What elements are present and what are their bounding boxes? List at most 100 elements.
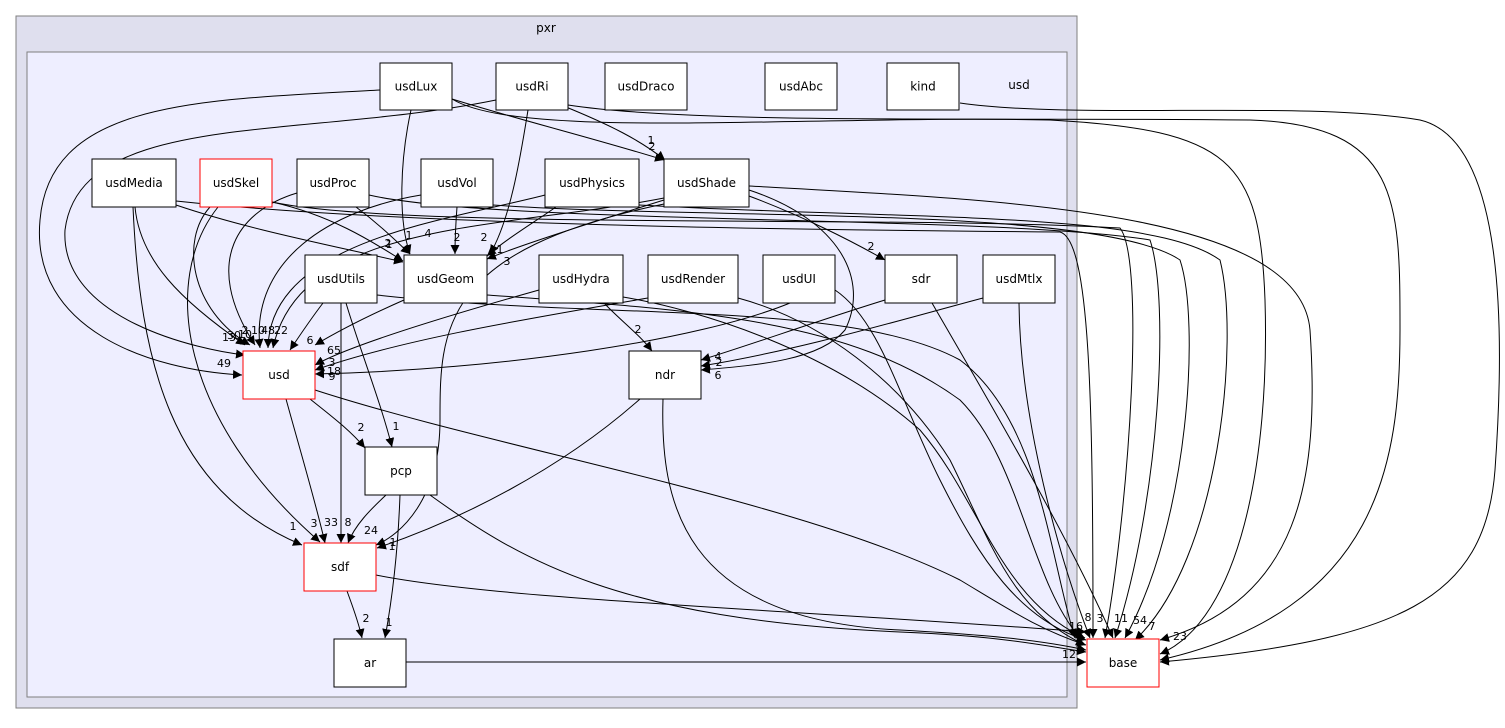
node-usdVol[interactable]: usdVol — [420, 158, 494, 208]
node-usdMedia[interactable]: usdMedia — [91, 158, 177, 208]
edge-usdUtils-to-base[interactable] — [376, 294, 1077, 639]
edge-label-usdGeom-to-usd[interactable]: 65 — [327, 344, 341, 357]
edge-usdPhysics-to-base[interactable] — [638, 204, 1228, 641]
edge-usdHydra-to-base[interactable] — [622, 296, 1086, 639]
edge-label-usdRender-to-usd[interactable]: 18 — [327, 365, 341, 378]
edge-usdSkel-to-usd[interactable] — [193, 206, 251, 346]
edge-label-usdRi-to-usd[interactable]: 49 — [217, 357, 231, 370]
edge-usdVol-to-usdGeom[interactable] — [450, 206, 460, 255]
node-usd[interactable]: usd — [242, 350, 316, 400]
node-usdAbc[interactable]: usdAbc — [764, 62, 838, 111]
node-label-usdRi[interactable]: usdRi — [515, 80, 548, 94]
edge-label-usdRi-to-usdShade[interactable]: 1 — [648, 134, 655, 147]
node-sdf[interactable]: sdf — [303, 542, 377, 592]
node-usdPhysics[interactable]: usdPhysics — [544, 158, 640, 208]
edge-label-usdMedia-to-usd[interactable]: 10 — [238, 328, 252, 341]
node-box-usdLux[interactable] — [379, 62, 453, 111]
node-base[interactable]: base — [1086, 638, 1160, 688]
edge-label-usd-to-sdf[interactable]: 8 — [345, 516, 352, 529]
node-usdGeom[interactable]: usdGeom — [403, 254, 488, 304]
edge-usdProc-to-base[interactable] — [368, 194, 1161, 639]
edge-label-usdVol-to-usd[interactable]: 10 — [251, 324, 265, 337]
edge-label-usdSkel-to-usd[interactable]: 30 — [227, 329, 241, 342]
node-label-usdUtils[interactable]: usdUtils — [317, 272, 365, 286]
edge-usdGeom-to-base[interactable] — [486, 294, 1081, 639]
edge-usdSkel-to-sdf[interactable] — [187, 206, 321, 543]
node-box-usdRender[interactable] — [647, 254, 739, 304]
edge-label-pcp-to-base[interactable]: 7 — [1149, 620, 1156, 633]
edge-usdMedia-to-base[interactable] — [175, 200, 1098, 639]
edge-label-usdUtils-to-pcp[interactable]: 1 — [393, 420, 400, 433]
node-ar[interactable]: ar — [333, 638, 407, 688]
node-label-usdAbc[interactable]: usdAbc — [779, 80, 823, 94]
edge-sdf-to-ar[interactable] — [346, 590, 365, 639]
node-usdSkel[interactable]: usdSkel — [199, 158, 273, 208]
node-label-sdr[interactable]: sdr — [912, 272, 931, 286]
node-label-ar[interactable]: ar — [364, 656, 376, 670]
node-label-base[interactable]: base — [1109, 656, 1138, 670]
edge-usdVol-to-base[interactable] — [492, 204, 1190, 639]
node-box-base[interactable] — [1086, 638, 1160, 688]
edge-usdHydra-to-ndr[interactable] — [603, 302, 653, 352]
edge-usdSkel-to-base[interactable] — [271, 201, 1134, 639]
edge-label-usdMedia-to-usdGeom[interactable]: 1 — [386, 238, 393, 251]
edge-usdMedia-to-usd[interactable] — [134, 206, 246, 346]
edge-label-usdProc-to-usdGeom[interactable]: 1 — [406, 229, 413, 242]
edge-label-usdUtils-to-sdf[interactable]: 33 — [324, 516, 338, 529]
edge-usdLux-to-usdShade[interactable] — [451, 98, 665, 162]
node-box-usdUtils[interactable] — [304, 254, 378, 304]
edge-usdRi-to-usdGeom[interactable] — [489, 109, 529, 255]
node-box-usdGeom[interactable] — [403, 254, 488, 304]
node-label-usdDraco[interactable]: usdDraco — [618, 80, 675, 94]
node-label-usdVol[interactable]: usdVol — [437, 176, 476, 190]
node-usdMtlx[interactable]: usdMtlx — [982, 254, 1056, 304]
edge-label-usdMtlx-to-ndr[interactable]: 6 — [715, 369, 722, 382]
node-box-usdDraco[interactable] — [604, 62, 688, 111]
edge-usdPhysics-to-usd[interactable] — [263, 194, 546, 349]
edge-label-sdr-to-ndr[interactable]: 4 — [715, 350, 722, 363]
edge-label-usdShade-to-ndr[interactable]: 2 — [716, 356, 723, 369]
edge-label-sdf-to-ar[interactable]: 2 — [363, 612, 370, 625]
node-label-ndr[interactable]: ndr — [655, 368, 675, 382]
edge-label-usdShade-to-usdGeom[interactable]: 3 — [504, 255, 511, 268]
node-box-usdAbc[interactable] — [764, 62, 838, 111]
edge-label-usdPhysics-to-usdGeom[interactable]: 1 — [497, 243, 504, 256]
edge-usdShade-to-base[interactable] — [748, 185, 1313, 642]
edge-label-usd-to-base[interactable]: 16 — [1069, 620, 1083, 633]
edge-ndr-to-base[interactable] — [662, 398, 1087, 653]
node-sdr[interactable]: sdr — [884, 254, 958, 304]
edge-usdSkel-to-usdGeom[interactable] — [271, 201, 404, 262]
edge-label-usdVol-to-usdGeom[interactable]: 2 — [454, 231, 461, 244]
edge-label-usdLux-to-usdGeom[interactable]: 4 — [425, 227, 432, 240]
cluster-pxr-label[interactable]: pxr — [536, 21, 556, 35]
node-box-ndr[interactable] — [628, 350, 702, 400]
edge-label-ar-to-base[interactable]: 12 — [1062, 648, 1076, 661]
edge-usdPhysics-to-usdGeom[interactable] — [486, 206, 557, 257]
node-usdUI[interactable]: usdUI — [762, 254, 836, 304]
node-box-usdVol[interactable] — [420, 158, 494, 208]
node-box-kind[interactable] — [886, 62, 960, 111]
edge-usdRi-to-usd[interactable] — [64, 99, 497, 359]
node-pcp[interactable]: pcp — [364, 446, 438, 496]
node-box-usdHydra[interactable] — [538, 254, 624, 304]
edge-label-usdSkel-to-sdf[interactable]: 3 — [311, 517, 318, 530]
edge-usdUI-to-base[interactable] — [834, 289, 1087, 642]
node-box-pcp[interactable] — [364, 446, 438, 496]
edge-pcp-to-ar[interactable] — [382, 494, 401, 639]
edge-label-usdMtlx-to-base[interactable]: 3 — [1097, 612, 1104, 625]
node-box-sdf[interactable] — [303, 542, 377, 592]
edge-pcp-to-base[interactable] — [429, 494, 1087, 656]
node-label-usdUI[interactable]: usdUI — [782, 272, 816, 286]
edge-usdShade-to-ndr[interactable] — [700, 189, 854, 374]
edge-ndr-to-sdf[interactable] — [376, 398, 641, 550]
edge-label-usdPhysics-to-usd[interactable]: 48 — [261, 324, 275, 337]
edge-label-sdr-to-base[interactable]: 11 — [1114, 612, 1128, 625]
node-box-usdPhysics[interactable] — [544, 158, 640, 208]
node-box-ar[interactable] — [333, 638, 407, 688]
edge-usdRender-to-usd[interactable] — [314, 297, 649, 372]
edge-label-usdRi-to-usdGeom[interactable]: 2 — [481, 231, 488, 244]
node-box-usdShade[interactable] — [663, 158, 750, 208]
node-ndr[interactable]: ndr — [628, 350, 702, 400]
edge-usdProc-to-usd[interactable] — [228, 192, 298, 346]
edge-usdUtils-to-usd[interactable] — [289, 302, 324, 351]
